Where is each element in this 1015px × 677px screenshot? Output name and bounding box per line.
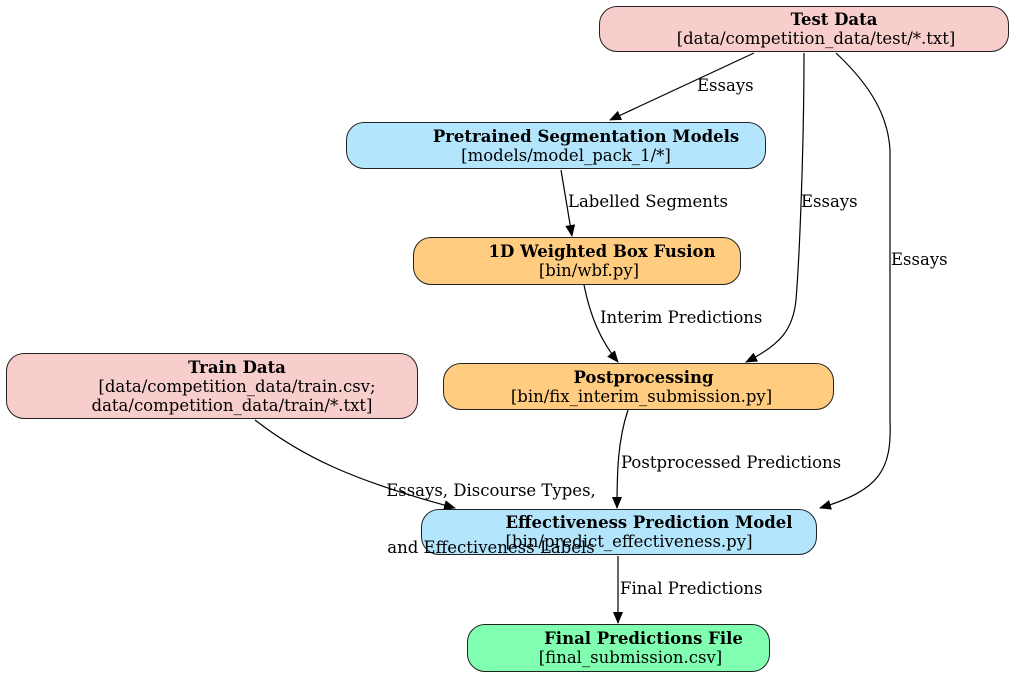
edge-test-to-postprocessing	[745, 52, 805, 363]
node-subtitle: [final_submission.csv]	[538, 648, 723, 667]
edge-postprocessing-to-effectiveness	[612, 409, 629, 509]
node-title: Pretrained Segmentation Models	[432, 126, 740, 146]
node-title: Test Data	[790, 10, 878, 29]
edge-pretrained-to-wbf	[560, 169, 576, 237]
node-postprocessing: Postprocessing [bin/fix_interim_submissi…	[443, 363, 834, 410]
node-subtitle-line1: [data/competition_data/train.csv;	[98, 376, 376, 396]
node-title: Train Data	[188, 357, 286, 377]
edge-test-to-effectiveness	[819, 52, 891, 510]
node-test-data: Test Data [data/competition_data/test/*.…	[599, 6, 1009, 52]
node-weighted-box-fusion: 1D Weighted Box Fusion [bin/wbf.py]	[413, 237, 741, 285]
edge-label-final-predictions: Final Predictions	[620, 579, 763, 598]
node-subtitle: [bin/wbf.py]	[538, 261, 640, 280]
node-final-predictions-file: Final Predictions File [final_submission…	[467, 624, 770, 672]
node-subtitle: [models/model_pack_1/*]	[461, 145, 671, 165]
node-subtitle-line2: data/competition_data/train/*.txt]	[91, 395, 373, 415]
edge-label-line2: and Effectiveness Labels	[387, 538, 595, 557]
edge-test-to-pretrained	[609, 52, 755, 121]
edge-label-postprocessed-predictions: Postprocessed Predictions	[621, 453, 842, 472]
edge-label-essays-postprocessing: Essays	[801, 192, 858, 211]
node-train-data: Train Data [data/competition_data/train.…	[6, 353, 418, 419]
node-title: Effectiveness Prediction Model	[505, 513, 793, 532]
node-title: 1D Weighted Box Fusion	[488, 242, 716, 261]
edge-label-train-essays: Essays, Discourse Types, and Effectivene…	[368, 443, 614, 576]
node-title: Final Predictions File	[544, 629, 743, 648]
edge-train-to-effectiveness	[254, 419, 456, 510]
edge-label-line1: Essays, Discourse Types,	[386, 481, 596, 500]
node-subtitle: [bin/predict_effectiveness.py]	[505, 532, 753, 551]
node-title: Postprocessing	[573, 367, 714, 387]
edge-label-labelled-segments: Labelled Segments	[568, 192, 729, 211]
edge-label-interim-predictions: Interim Predictions	[600, 308, 763, 327]
edge-label-essays-effectiveness: Essays	[891, 250, 948, 269]
edge-wbf-to-postprocessing	[583, 284, 619, 363]
node-pretrained-segmentation-models: Pretrained Segmentation Models [models/m…	[346, 122, 766, 169]
edge-label-essays-pretrained: Essays	[697, 76, 754, 95]
node-subtitle: [bin/fix_interim_submission.py]	[510, 386, 773, 406]
node-subtitle: [data/competition_data/test/*.txt]	[676, 29, 956, 48]
node-effectiveness-prediction-model: Effectiveness Prediction Model [bin/pred…	[421, 509, 817, 555]
